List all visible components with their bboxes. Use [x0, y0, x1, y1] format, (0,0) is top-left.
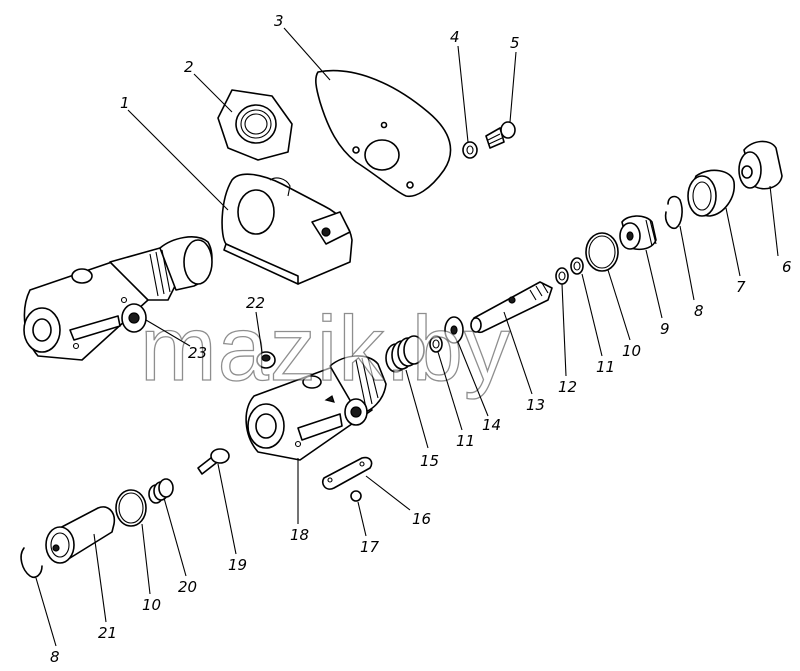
part-3-gasket: [315, 69, 452, 198]
part-17-ball: [350, 490, 362, 502]
callout-21: 21: [98, 624, 117, 642]
part-2-hex-nut: [217, 89, 293, 161]
callout-10-lower: 10: [142, 596, 161, 614]
part-1-bracket: [221, 173, 353, 285]
callout-1: 1: [120, 94, 130, 112]
callout-19: 19: [228, 556, 247, 574]
part-23-valve-assembly: [23, 236, 213, 361]
callout-9: 9: [660, 320, 670, 338]
callout-5: 5: [510, 34, 520, 52]
part-15-spring: [385, 335, 425, 373]
callout-17: 17: [360, 538, 380, 556]
watermark: mazik.by: [140, 298, 511, 400]
part-8-retaining-ring-upper: [664, 195, 683, 230]
callout-22: 22: [246, 294, 265, 312]
part-21-plunger: [45, 506, 116, 564]
callout-13: 13: [526, 396, 545, 414]
callout-15: 15: [420, 452, 439, 470]
callout-16: 16: [412, 510, 431, 528]
part-16-cover-plate: [321, 456, 373, 490]
part-14-washer: [444, 316, 464, 344]
part-9-valve-seat: [619, 215, 657, 251]
callout-11-lower: 11: [456, 432, 475, 450]
part-7-cup: [687, 169, 735, 217]
callout-labels: 1 2 3 4 5 6 7 8 9 10 11 12 13 14 11 15 1…: [50, 12, 792, 666]
callout-6: 6: [782, 258, 792, 276]
callout-2: 2: [184, 58, 194, 76]
part-12-ring: [555, 267, 569, 285]
part-19-pin: [197, 448, 230, 475]
part-5-screw: [485, 121, 516, 149]
callout-18: 18: [290, 526, 309, 544]
part-8-retaining-ring-lower: [20, 547, 43, 579]
part-20-spring: [148, 478, 174, 504]
part-13-valve-stem: [470, 281, 553, 334]
part-6-cap: [738, 140, 783, 190]
part-11-ring-upper: [570, 257, 584, 275]
callout-11-upper: 11: [596, 358, 615, 376]
callout-12: 12: [558, 378, 577, 396]
callout-3: 3: [274, 12, 284, 30]
leader-lines: [35, 27, 779, 647]
callout-8-lower: 8: [50, 648, 60, 666]
callout-20: 20: [178, 578, 197, 596]
callout-14: 14: [482, 416, 501, 434]
part-4-lock-washer: [462, 141, 478, 159]
callout-10-upper: 10: [622, 342, 641, 360]
part-11-ring-lower: [429, 335, 443, 353]
part-22-fitting: [256, 351, 276, 369]
callout-8-upper: 8: [694, 302, 704, 320]
part-10-o-ring-lower: [115, 489, 147, 527]
callout-23: 23: [188, 344, 207, 362]
part-10-o-ring-upper: [585, 232, 619, 272]
callout-7: 7: [736, 278, 746, 296]
part-18-valve-body: [245, 355, 387, 461]
callout-4: 4: [450, 28, 460, 46]
